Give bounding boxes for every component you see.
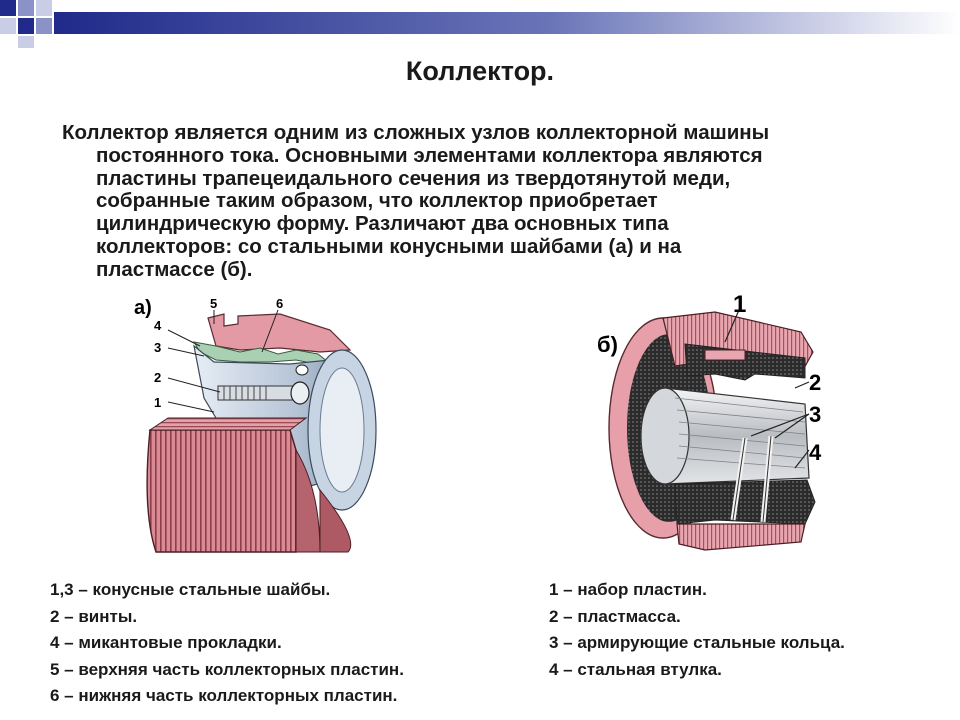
callout-label: 4	[154, 318, 162, 333]
callout-label: 4	[809, 440, 822, 465]
legend-plastic: 1 – набор пластин. 2 – пластмасса. 3 – а…	[549, 577, 845, 683]
paragraph-line: коллекторов: со стальными конусными шайб…	[96, 234, 682, 258]
legend-item: 2 – пластмасса.	[549, 606, 681, 626]
callout-label: 2	[809, 370, 821, 395]
commutator-steel-washers-diagram: а) 5 6 4 3 2 1	[134, 296, 377, 553]
figure-a-tag: а)	[134, 297, 152, 319]
legend-item: 6 – нижняя часть коллекторных пластин.	[50, 686, 398, 705]
legend-item: 4 – микантовые прокладки.	[50, 633, 282, 652]
legend-item: 1 – набор пластин.	[549, 580, 707, 599]
slide-title: Коллектор.	[405, 56, 555, 86]
legend-item: 1,3 – конусные стальные шайбы.	[50, 580, 331, 599]
callout-label: 1	[154, 395, 161, 410]
paragraph-line: цилиндрическую форму. Различают два осно…	[96, 212, 669, 236]
paragraph-line: собранные таким образом, что коллектор п…	[96, 189, 658, 213]
paragraph-line: пластмассе (б).	[96, 257, 253, 281]
figure-b-tag: б)	[597, 332, 618, 357]
intro-paragraph: Коллектор является одним из сложных узло…	[62, 121, 902, 282]
callout-label: 1	[733, 291, 746, 318]
callout-label: 3	[154, 340, 161, 355]
callout-label: 3	[809, 402, 821, 427]
commutator-plastic-diagram: б) 1 2 3 4	[597, 291, 822, 551]
legend-item: 5 – верхняя часть коллекторных пластин.	[50, 659, 404, 679]
legend-item: 4 – стальная втулка.	[549, 659, 722, 679]
callout-label: 5	[210, 296, 217, 311]
paragraph-line: Коллектор является одним из сложных узло…	[62, 121, 770, 144]
paragraph-line: постоянного тока. Основными элементами к…	[96, 143, 763, 167]
slide-header-decoration	[0, 0, 960, 48]
legend-steel-washers: 1,3 – конусные стальные шайбы. 2 – винты…	[50, 577, 404, 710]
paragraph-line: пластины трапецеидального сечения из тве…	[96, 166, 731, 190]
legend-item: 3 – армирующие стальные кольца.	[549, 633, 845, 652]
callout-label: 6	[276, 296, 283, 311]
callout-label: 2	[154, 370, 161, 385]
legend-item: 2 – винты.	[50, 606, 138, 626]
